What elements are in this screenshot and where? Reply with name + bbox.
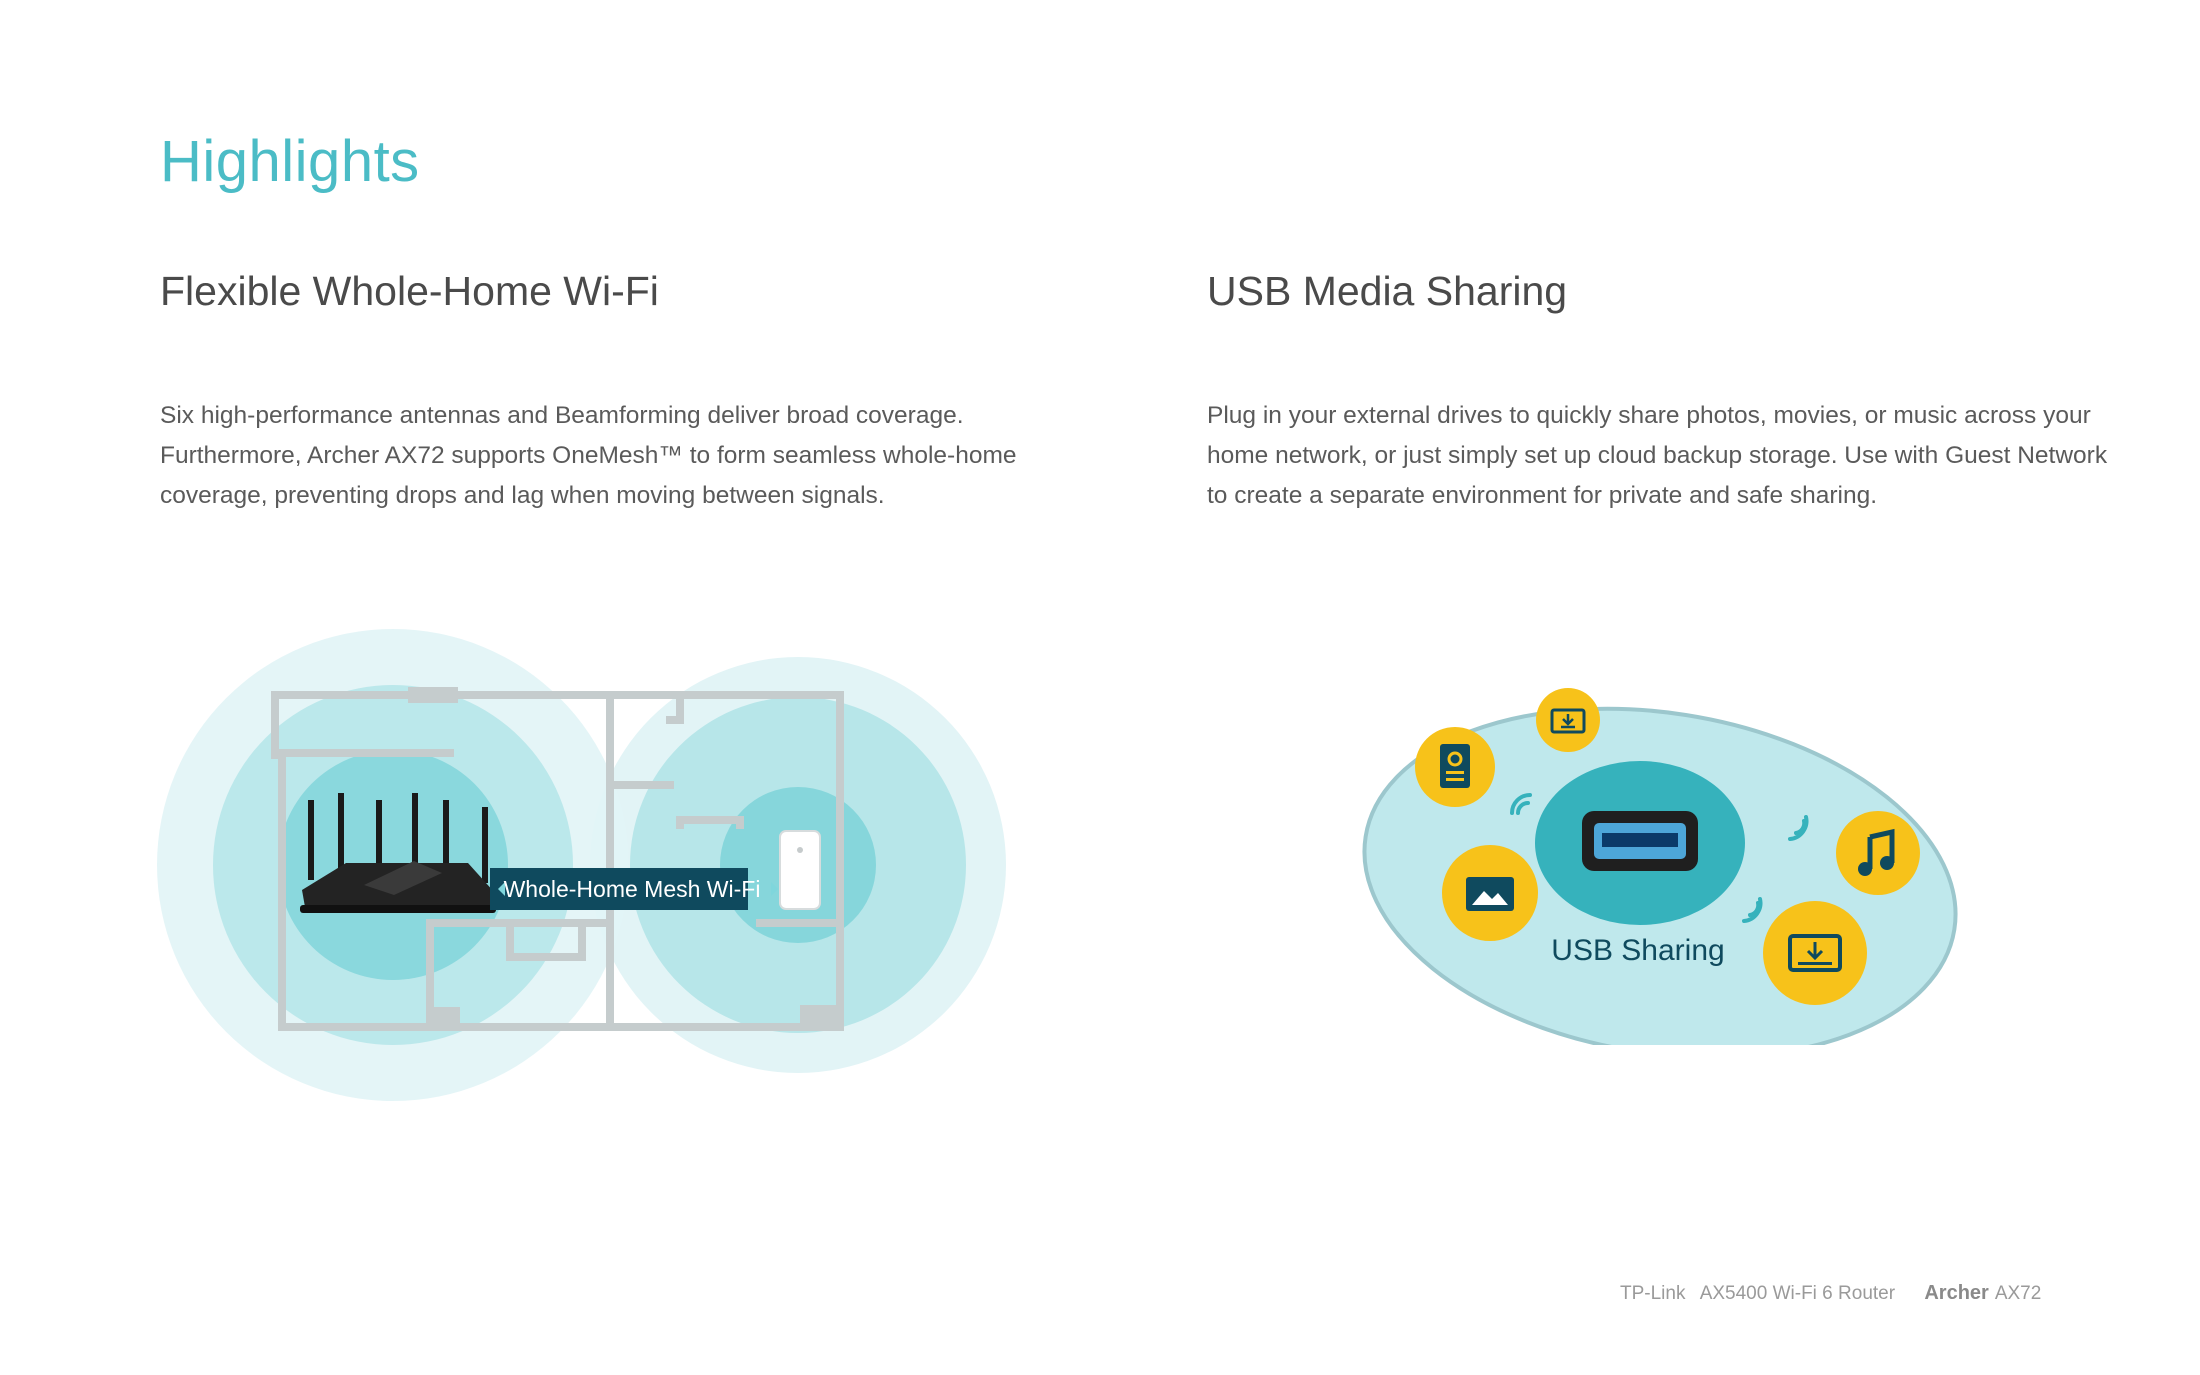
wifi-signal-icon xyxy=(1742,897,1763,923)
description-line: coverage, preventing drops and lag when … xyxy=(160,482,885,509)
feature-title-whole-home-wifi: Flexible Whole-Home Wi-Fi xyxy=(160,268,659,314)
wifi-signal-icon xyxy=(1788,815,1809,841)
mesh-wifi-illustration: Whole-Home Mesh Wi-Fi xyxy=(157,629,1006,1101)
footer-brand: TP-Link xyxy=(1620,1283,1686,1304)
usb-port-icon xyxy=(1582,811,1698,871)
music-note-icon xyxy=(1836,811,1920,895)
wifi-signal-icon xyxy=(1510,793,1532,815)
download-screen-icon xyxy=(1536,688,1600,752)
wall-segment xyxy=(426,1007,460,1031)
document-icon xyxy=(1415,727,1495,807)
description-line: to create a separate environment for pri… xyxy=(1207,482,1878,509)
description-line: Plug in your external drives to quickly … xyxy=(1207,402,2091,429)
footer-series: Archer xyxy=(1924,1282,1989,1304)
page-title: Highlights xyxy=(160,129,420,194)
picture-icon xyxy=(1442,845,1538,941)
router-image xyxy=(300,793,496,913)
feature-title-usb-media-sharing: USB Media Sharing xyxy=(1207,268,1568,314)
usb-sharing-illustration: USB Sharing xyxy=(1362,688,1958,1045)
description-line: Furthermore, Archer AX72 supports OneMes… xyxy=(160,442,1017,469)
feature-description-whole-home-wifi: Six high-performance antennas and Beamfo… xyxy=(160,396,1080,516)
footer-model: AX72 xyxy=(1994,1283,2042,1304)
usb-sharing-label: USB Sharing xyxy=(1551,934,1724,967)
description-line: Six high-performance antennas and Beamfo… xyxy=(160,402,964,429)
video-download-icon xyxy=(1763,901,1867,1005)
description-line: home network, or just simply set up clou… xyxy=(1207,442,2108,469)
mesh-link-banner xyxy=(490,868,778,910)
mesh-link-label: Whole-Home Mesh Wi-Fi xyxy=(504,876,761,902)
wall-segment xyxy=(800,1005,840,1031)
footer-product: AX5400 Wi-Fi 6 Router xyxy=(1699,1283,1896,1304)
floor-plan xyxy=(271,691,844,1031)
wall-segment xyxy=(408,687,458,703)
extender-image xyxy=(779,830,821,910)
feature-description-usb-media-sharing: Plug in your external drives to quickly … xyxy=(1207,396,2127,516)
